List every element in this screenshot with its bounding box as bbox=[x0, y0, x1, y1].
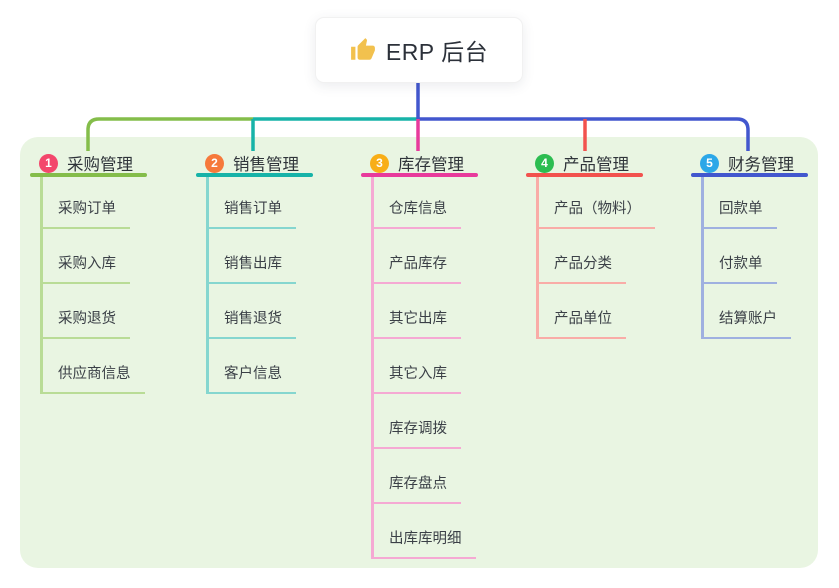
branch-finance: 5 财务管理 回款单 付款单 结算账户 bbox=[691, 146, 839, 576]
root-node[interactable]: ERP 后台 bbox=[315, 17, 523, 83]
child-node[interactable]: 回款单 bbox=[701, 197, 777, 229]
child-node-label: 产品分类 bbox=[554, 256, 612, 272]
branch-product: 4 产品管理 产品（物料） 产品分类 产品单位 bbox=[526, 146, 686, 576]
child-node-label: 供应商信息 bbox=[58, 366, 131, 382]
child-node[interactable]: 产品分类 bbox=[536, 252, 626, 284]
child-node[interactable]: 库存调拨 bbox=[371, 417, 461, 449]
branch-underline bbox=[691, 173, 808, 177]
child-node-label: 销售退货 bbox=[224, 311, 282, 327]
branch-underline bbox=[361, 173, 478, 177]
branch-number-badge: 4 bbox=[535, 153, 554, 173]
child-node-label: 其它入库 bbox=[389, 366, 447, 382]
root-node-label: ERP 后台 bbox=[385, 39, 489, 65]
child-node[interactable]: 采购退货 bbox=[40, 307, 130, 339]
branch-number-badge: 1 bbox=[39, 153, 58, 173]
child-node[interactable]: 销售退货 bbox=[206, 307, 296, 339]
branch-underline bbox=[526, 173, 643, 177]
branch-node-inventory[interactable]: 3 库存管理 bbox=[370, 151, 464, 175]
branch-node-sales[interactable]: 2 销售管理 bbox=[205, 151, 299, 175]
child-node[interactable]: 客户信息 bbox=[206, 362, 296, 394]
branch-spine bbox=[40, 177, 43, 394]
child-node[interactable]: 产品单位 bbox=[536, 307, 626, 339]
branch-number-badge: 2 bbox=[205, 153, 224, 173]
branch-node-product[interactable]: 4 产品管理 bbox=[535, 151, 629, 175]
branch-label: 财务管理 bbox=[728, 156, 794, 174]
child-node-label: 仓库信息 bbox=[389, 201, 447, 217]
branch-purchase: 1 采购管理 采购订单 采购入库 采购退货 供应商信息 bbox=[30, 146, 190, 576]
child-node-label: 付款单 bbox=[719, 256, 763, 272]
branch-label: 采购管理 bbox=[67, 156, 133, 174]
child-node-label: 客户信息 bbox=[224, 366, 282, 382]
child-node[interactable]: 产品（物料） bbox=[536, 197, 655, 229]
child-node[interactable]: 结算账户 bbox=[701, 307, 791, 339]
branch-label: 产品管理 bbox=[563, 156, 629, 174]
branch-node-purchase[interactable]: 1 采购管理 bbox=[39, 151, 133, 175]
child-node[interactable]: 仓库信息 bbox=[371, 197, 461, 229]
branch-underline bbox=[30, 173, 147, 177]
child-node-label: 产品库存 bbox=[389, 256, 447, 272]
child-node[interactable]: 库存盘点 bbox=[371, 472, 461, 504]
child-node-label: 产品（物料） bbox=[554, 201, 641, 217]
branch-inventory: 3 库存管理 仓库信息 产品库存 其它出库 其它入库 库存调拨 库存盘点 出库库… bbox=[361, 146, 521, 576]
thumbs-up-icon bbox=[350, 38, 375, 60]
child-node-label: 库存盘点 bbox=[389, 476, 447, 492]
child-node-label: 回款单 bbox=[719, 201, 763, 217]
child-node[interactable]: 出库库明细 bbox=[371, 527, 476, 559]
child-node-label: 采购退货 bbox=[58, 311, 116, 327]
child-node[interactable]: 采购入库 bbox=[40, 252, 130, 284]
child-node-label: 结算账户 bbox=[719, 311, 777, 327]
child-node-label: 产品单位 bbox=[554, 311, 612, 327]
branch-number-badge: 5 bbox=[700, 153, 719, 173]
child-node[interactable]: 其它出库 bbox=[371, 307, 461, 339]
child-node-label: 库存调拨 bbox=[389, 421, 447, 437]
child-node[interactable]: 供应商信息 bbox=[40, 362, 145, 394]
child-node-label: 其它出库 bbox=[389, 311, 447, 327]
child-node[interactable]: 采购订单 bbox=[40, 197, 130, 229]
branch-label: 销售管理 bbox=[233, 156, 299, 174]
branch-spine bbox=[371, 177, 374, 559]
child-node[interactable]: 其它入库 bbox=[371, 362, 461, 394]
branch-label: 库存管理 bbox=[398, 156, 464, 174]
branch-number-badge: 3 bbox=[370, 153, 389, 173]
child-node[interactable]: 销售订单 bbox=[206, 197, 296, 229]
child-node-label: 出库库明细 bbox=[389, 531, 462, 547]
child-node[interactable]: 产品库存 bbox=[371, 252, 461, 284]
child-node[interactable]: 销售出库 bbox=[206, 252, 296, 284]
child-node[interactable]: 付款单 bbox=[701, 252, 777, 284]
child-node-label: 销售出库 bbox=[224, 256, 282, 272]
branch-sales: 2 销售管理 销售订单 销售出库 销售退货 客户信息 bbox=[196, 146, 356, 576]
branch-underline bbox=[196, 173, 313, 177]
branch-spine bbox=[206, 177, 209, 394]
child-node-label: 采购入库 bbox=[58, 256, 116, 272]
branches-background-panel bbox=[20, 137, 818, 568]
child-node-label: 采购订单 bbox=[58, 201, 116, 217]
branch-node-finance[interactable]: 5 财务管理 bbox=[700, 151, 794, 175]
branch-spine bbox=[701, 177, 704, 339]
branch-spine bbox=[536, 177, 539, 339]
child-node-label: 销售订单 bbox=[224, 201, 282, 217]
